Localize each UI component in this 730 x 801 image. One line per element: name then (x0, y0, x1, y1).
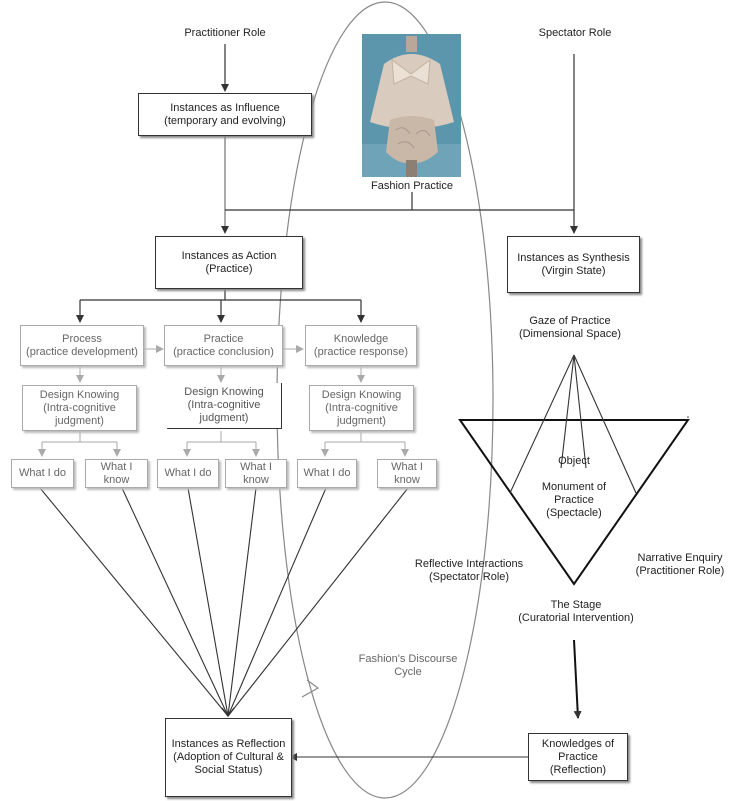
dk3-line2: (Intra-cognitive (325, 401, 398, 414)
monument-line3: (Spectacle) (546, 507, 602, 519)
reflective-subtitle: (Spectator Role) (428, 571, 510, 583)
dk2-line2: (Intra-cognitive (187, 399, 261, 411)
what-i-know-line2: know (394, 473, 420, 486)
monument-line1: Monument of (541, 481, 607, 493)
reflective-interactions-label: Reflective Interactions(Spectator Role) (404, 558, 534, 584)
process-box: Process(practice development) (20, 325, 144, 366)
dk1-title: Design Knowing (39, 388, 120, 401)
gaze-title: Gaze of Practice (529, 315, 611, 327)
knowledge-box: Knowledge(practice response) (305, 325, 417, 366)
what-i-do-label: What I do (18, 467, 67, 479)
gaze-subtitle: (Dimensional Space) (518, 328, 622, 340)
what-i-know-line1: What I (391, 460, 423, 473)
knowledge-title: Knowledge (333, 332, 389, 345)
dk1-line2: (Intra-cognitive (43, 401, 116, 414)
synthesis-subtitle: (Virgin State) (541, 264, 606, 277)
what-i-do-box-1: What I do (11, 459, 74, 488)
practitioner-role-label: Practitioner Role (184, 27, 266, 39)
dk3-line3: judgment) (337, 414, 386, 427)
reflective-title: Reflective Interactions (414, 558, 524, 570)
dk1-line3: judgment) (55, 414, 104, 427)
knowledges-title: Knowledges of (541, 737, 615, 750)
process-subtitle: (practice development) (26, 345, 138, 358)
narrative-title: Narrative Enquiry (637, 552, 723, 564)
narrative-subtitle: (Practitioner Role) (635, 565, 725, 577)
dk2-line3: judgment) (199, 412, 249, 424)
the-stage-label: The Stage(Curatorial Intervention) (506, 599, 646, 625)
gaze-of-practice-label: Gaze of Practice(Dimensional Space) (500, 315, 640, 341)
practice-subtitle: (practice conclusion) (173, 345, 274, 358)
what-i-do-label: What I do (303, 467, 351, 479)
discourse-subtitle: Cycle (394, 666, 422, 678)
what-i-do-box-3: What I do (297, 459, 357, 488)
what-i-do-box-2: What I do (157, 459, 219, 488)
inverted-triangle (458, 419, 690, 586)
discourse-title: Fashion's Discourse (358, 653, 458, 665)
spectator-role-label: Spectator Role (538, 27, 612, 39)
process-title: Process (62, 332, 102, 345)
what-i-know-line2: know (103, 473, 130, 486)
synthesis-title: Instances as Synthesis (517, 251, 630, 264)
garment-illustration (362, 34, 461, 177)
stage-title: The Stage (550, 599, 602, 611)
instances-as-synthesis-box: Instances as Synthesis(Virgin State) (507, 236, 640, 293)
knowledges-line3: (Reflection) (549, 763, 607, 776)
instances-as-reflection-box: Instances as Reflection(Adoption of Cult… (165, 718, 292, 797)
object-label: Object (558, 455, 590, 467)
fashion-practice-caption: Fashion Practice (371, 180, 453, 192)
stage-subtitle: (Curatorial Intervention) (518, 612, 634, 624)
dk3-title: Design Knowing (321, 388, 402, 401)
reflection-line3: Social Status) (194, 764, 263, 776)
what-i-do-label: What I do (164, 467, 212, 479)
action-subtitle: (Practice) (205, 262, 253, 275)
cycle-arrowhead (301, 679, 320, 698)
narrative-enquiry-label: Narrative Enquiry(Practitioner Role) (630, 552, 730, 578)
instances-as-influence-box: Instances as Influence(temporary and evo… (138, 93, 312, 136)
action-title: Instances as Action (181, 249, 277, 262)
monument-line2: Practice (554, 494, 594, 506)
what-i-know-line2: know (243, 473, 269, 486)
practice-box: Practice(practice conclusion) (164, 325, 283, 366)
dk2-title: Design Knowing (184, 386, 264, 398)
what-i-know-line1: What I (240, 460, 272, 473)
knowledges-line2: Practice (558, 750, 598, 763)
influence-title: Instances as Influence (170, 101, 280, 114)
instances-as-action-box: Instances as Action(Practice) (155, 236, 303, 289)
knowledge-subtitle: (practice response) (313, 345, 409, 358)
influence-subtitle: (temporary and evolving) (164, 114, 286, 127)
what-i-know-line1: What I (100, 460, 133, 473)
practice-title: Practice (203, 332, 244, 345)
reflection-title: Instances as Reflection (171, 738, 286, 750)
reflection-line2: (Adoption of Cultural & (173, 751, 284, 763)
fashion-garment-photo (362, 34, 461, 177)
